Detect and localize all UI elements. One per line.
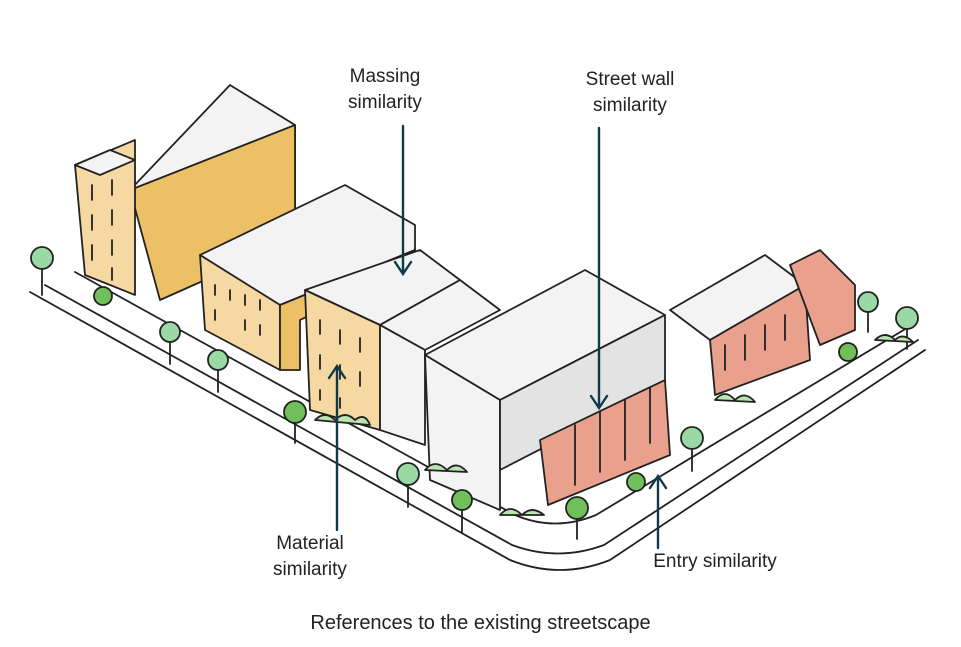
massing-arrow bbox=[393, 124, 413, 277]
annotation-arrows bbox=[327, 124, 668, 550]
street-wall-similarity-label: Street wall similarity bbox=[570, 67, 690, 119]
material-label-line2: similarity bbox=[273, 559, 347, 580]
brick-rowhouses bbox=[669, 249, 856, 396]
street-wall-arrow bbox=[589, 126, 609, 411]
figure-caption: References to the existing streetscape bbox=[310, 612, 651, 634]
material-label-line1: Material bbox=[276, 533, 344, 554]
massing-label-line1: Massing bbox=[349, 66, 421, 87]
massing-label-line2: similarity bbox=[348, 92, 422, 113]
street-curbs bbox=[29, 271, 926, 571]
material-similarity-label: Material similarity bbox=[255, 531, 365, 583]
hedges bbox=[314, 334, 914, 516]
grey-low-building bbox=[379, 279, 501, 446]
street-trees bbox=[30, 246, 919, 540]
entry-arrow bbox=[648, 473, 668, 550]
grey-large-building bbox=[424, 269, 671, 511]
street-wall-label-line2: similarity bbox=[593, 95, 667, 116]
street-wall-label-line1: Street wall bbox=[585, 69, 675, 90]
entry-similarity-label: Entry similarity bbox=[640, 549, 790, 575]
tan-corner-building bbox=[304, 249, 461, 431]
material-arrow bbox=[327, 363, 347, 532]
massing-similarity-label: Massing similarity bbox=[330, 64, 440, 116]
entry-label-line1: Entry similarity bbox=[653, 551, 777, 572]
